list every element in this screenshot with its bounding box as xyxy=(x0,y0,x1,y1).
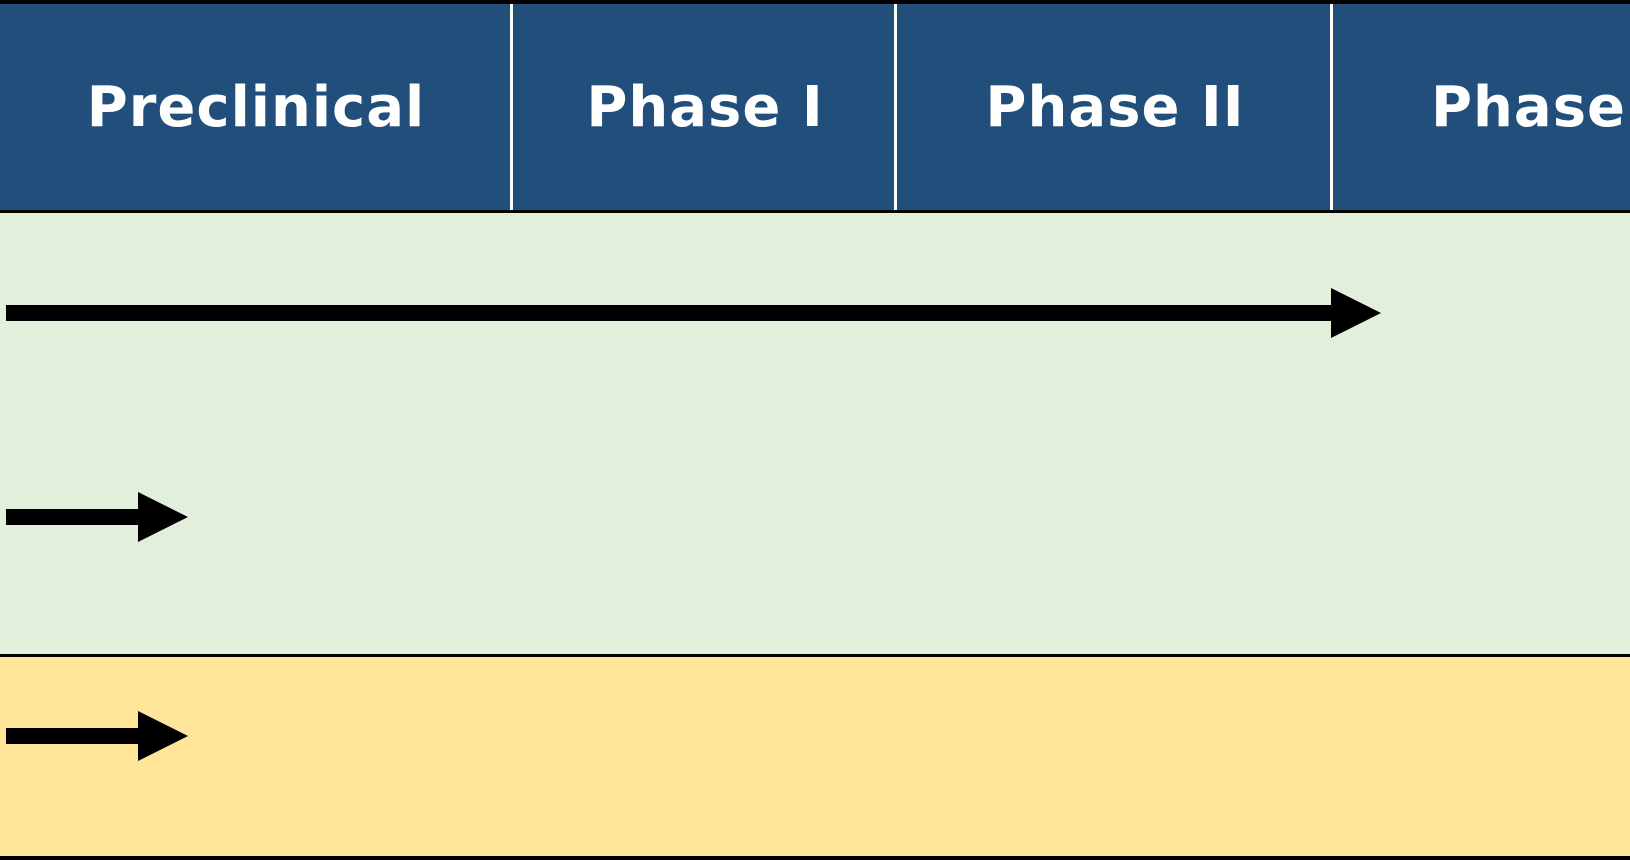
phase-header-phase-1: Phase I xyxy=(510,4,897,210)
phase-header-preclinical: Preclinical xyxy=(86,74,426,140)
green-program-band xyxy=(0,213,1630,657)
phase-header-phase-3: Phase III xyxy=(1330,4,1630,210)
phase-header-phase-2: Phase II xyxy=(894,4,1333,210)
yellow-program-band xyxy=(0,657,1630,860)
phase-header-row: Preclinical Phase I Phase II Phase III xyxy=(0,0,1630,213)
